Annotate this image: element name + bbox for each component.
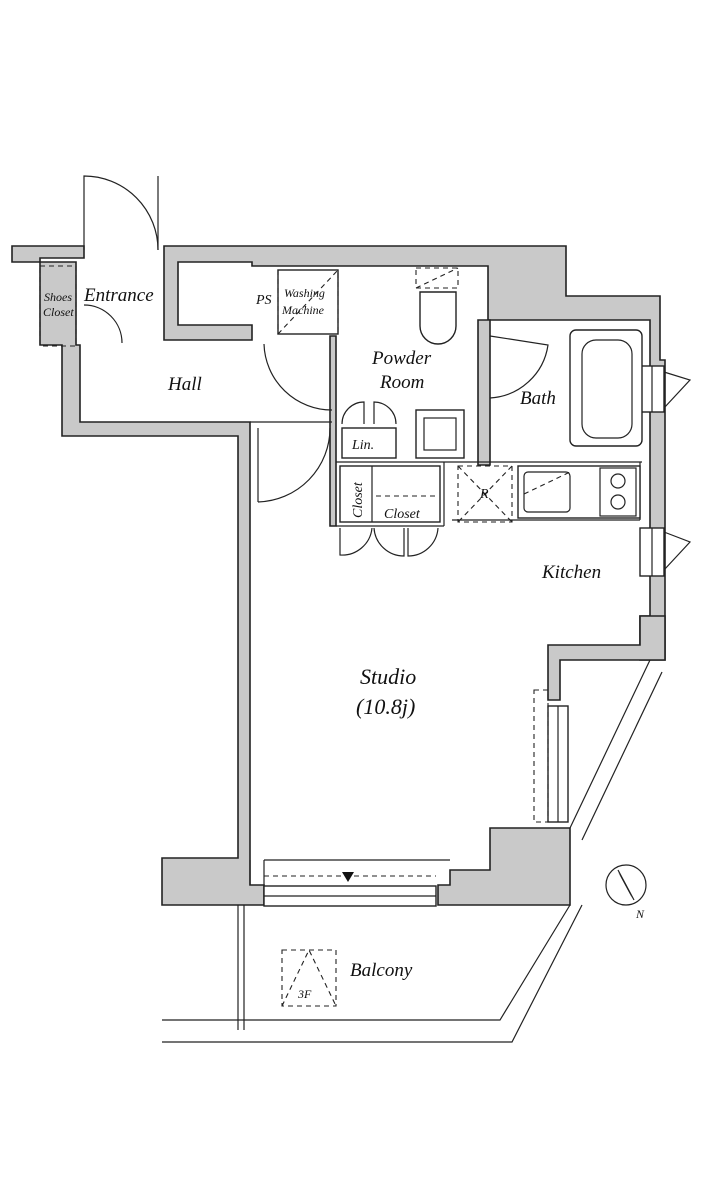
- compass-icon: N: [605, 864, 647, 921]
- entrance-door: [83, 175, 159, 251]
- wall-north: [163, 245, 666, 661]
- toilet-icon: [419, 291, 457, 345]
- washing-machine-label-1: Washing: [284, 286, 325, 300]
- washing-machine-label-2: Machine: [281, 303, 325, 317]
- refrigerator-space: [457, 465, 513, 523]
- shoes-closet-label-2: Closet: [43, 305, 74, 319]
- wall-north-west: [11, 245, 265, 906]
- closet-label: Closet: [384, 507, 421, 522]
- wall-core: [329, 335, 337, 527]
- closet-vertical-label: Closet: [351, 481, 366, 518]
- room-labels: Shoes Closet Entrance Hall PS Washing Ma…: [43, 285, 601, 1001]
- powder-door: [263, 343, 333, 411]
- ps-label: PS: [255, 293, 272, 308]
- balcony-outline: [162, 659, 663, 1043]
- linen-label: Lin.: [351, 438, 374, 453]
- windows: [263, 365, 692, 907]
- linen-door-left: [341, 401, 365, 425]
- closet-door-3: [407, 527, 439, 557]
- powder-room-label-2: Room: [379, 372, 424, 393]
- stove-icon: [599, 467, 637, 517]
- exterior-walls: [11, 245, 666, 906]
- hall-door: [257, 427, 331, 503]
- closet-door-1: [339, 527, 373, 556]
- vanity-sink-icon: [415, 409, 465, 459]
- fixtures: [39, 265, 643, 1007]
- kitchen-label: Kitchen: [541, 562, 601, 583]
- wall-east-kitchen: [547, 615, 666, 701]
- powder-room-label-1: Powder: [371, 348, 432, 369]
- hall-label: Hall: [167, 374, 202, 395]
- balcony-label: Balcony: [350, 960, 413, 981]
- bath-door: [489, 335, 549, 399]
- refrigerator-label: R: [479, 487, 489, 502]
- studio-size-label: (10.8j): [356, 694, 415, 719]
- closet-door-2: [373, 527, 405, 557]
- compass-north-label: N: [635, 907, 645, 921]
- doors: [83, 175, 549, 557]
- floor-hatch-label: 3F: [297, 987, 312, 1001]
- linen-door-right: [373, 401, 397, 425]
- floor-hatch: [281, 949, 337, 1007]
- bath-label: Bath: [520, 388, 556, 409]
- wall-south-east: [437, 827, 571, 906]
- kitchen-sink-icon: [523, 471, 571, 513]
- wall-partition-bath: [477, 319, 491, 466]
- shoes-closet-label-1: Shoes: [44, 290, 72, 304]
- shoes-closet-box: [39, 265, 77, 347]
- entrance-inner-door: [83, 304, 123, 344]
- kitchen-counter: [517, 465, 641, 519]
- bathtub-icon: [569, 329, 643, 447]
- entrance-label: Entrance: [83, 285, 154, 306]
- studio-label: Studio: [360, 664, 416, 689]
